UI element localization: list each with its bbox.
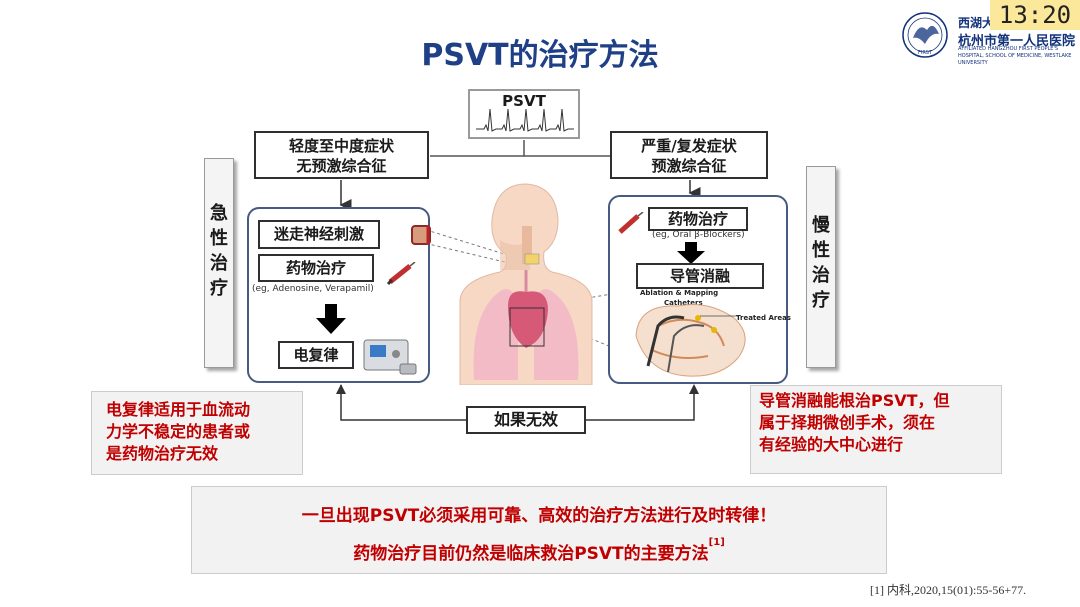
summary-box: 一旦出现PSVT必须采用可靠、高效的治疗方法进行及时转律！ 药物治疗目前仍然是临…: [191, 486, 887, 574]
ecg-trace-icon: [476, 108, 574, 132]
syringe-icon: [386, 261, 416, 290]
chronic-drug-note: (eg, Oral β-Blockers): [652, 230, 745, 240]
syringe-icon-2: [614, 211, 644, 240]
reference-footnote: [1] 内科,2020,15(01):55-56+77.: [870, 583, 1027, 597]
mild-symptoms-box: 轻度至中度症状 无预激综合征: [254, 131, 429, 179]
acute-char-4: 疗: [210, 278, 228, 299]
citation-marker: [1]: [708, 537, 725, 548]
catheter-ablation-box: 导管消融: [636, 263, 764, 289]
clock: 13:20: [990, 0, 1080, 30]
vagal-stimulation-box: 迷走神经刺激: [258, 220, 380, 249]
note-right-line2: 属于择期微创手术，须在: [759, 413, 936, 432]
acute-char-2: 性: [210, 228, 228, 249]
ablation-note: 导管消融能根治PSVT，但 属于择期微创手术，须在 有经验的大中心进行: [750, 385, 1002, 474]
hospital-logo: FIRST: [897, 10, 953, 60]
acute-char-1: 急: [210, 203, 228, 224]
ecg-label: PSVT: [502, 92, 546, 110]
ablation-label-1: Ablation & Mapping: [640, 289, 719, 297]
mild-line1: 轻度至中度症状: [288, 137, 394, 155]
acute-drug-note: (eg, Adenosine, Verapamil): [252, 284, 374, 294]
heart-catheter-illustration: [628, 296, 758, 384]
hand-neck-icon: [408, 222, 434, 252]
note-right-line3: 有经验的大中心进行: [759, 435, 904, 454]
note-left-line2: 力学不稳定的患者或: [106, 422, 251, 441]
chronic-char-4: 疗: [812, 290, 830, 311]
chronic-drug-box: 药物治疗: [648, 207, 748, 231]
severe-symptoms-box: 严重/复发症状 预激综合征: [610, 131, 768, 179]
severe-line1: 严重/复发症状: [641, 137, 737, 155]
severe-line2: 预激综合征: [651, 157, 727, 175]
chronic-treatment-label: 慢 性 治 疗: [806, 166, 836, 368]
torso-illustration: [430, 180, 610, 389]
ecg-box: [468, 89, 580, 139]
summary-line1: 一旦出现PSVT必须采用可靠、高效的治疗方法进行及时转律！: [301, 506, 777, 526]
chronic-char-1: 慢: [812, 215, 830, 236]
down-arrow-icon: [316, 304, 346, 338]
ablation-label-2: Catheters: [664, 299, 703, 307]
svg-text:FIRST: FIRST: [918, 50, 933, 56]
chronic-char-3: 治: [812, 265, 830, 286]
summary-line2-text: 药物治疗目前仍然是临床救治PSVT的主要方法: [353, 544, 709, 564]
page-title: PSVT的治疗方法: [421, 38, 659, 73]
if-ineffective-box: 如果无效: [466, 406, 586, 434]
mild-line2: 无预激综合征: [296, 157, 387, 175]
note-right-line1: 导管消融能根治PSVT，但: [759, 391, 950, 410]
logo-line2: 杭州市第一人民医院: [958, 34, 1076, 49]
logo-emblem-icon: FIRST: [902, 12, 948, 58]
note-left-line3: 是药物治疗无效: [106, 444, 219, 463]
note-left-line1: 电复律适用于血流动: [106, 400, 251, 419]
defibrillator-icon: [360, 334, 420, 382]
cardioversion-note: 电复律适用于血流动 力学不稳定的患者或 是药物治疗无效: [91, 391, 303, 475]
logo-subtitle: AFFILIATED HANGZHOU FIRST PEOPLE'S HOSPI…: [958, 46, 1072, 66]
down-arrow-icon-2: [677, 242, 705, 268]
chronic-char-2: 性: [812, 240, 830, 261]
acute-char-3: 治: [210, 253, 228, 274]
cardioversion-box: 电复律: [278, 341, 354, 369]
acute-treatment-label: 急 性 治 疗: [204, 158, 234, 368]
summary-line2: 药物治疗目前仍然是临床救治PSVT的主要方法[1]: [192, 537, 886, 564]
acute-drug-box: 药物治疗: [258, 254, 374, 282]
treated-areas-label: Treated Areas: [736, 314, 791, 322]
